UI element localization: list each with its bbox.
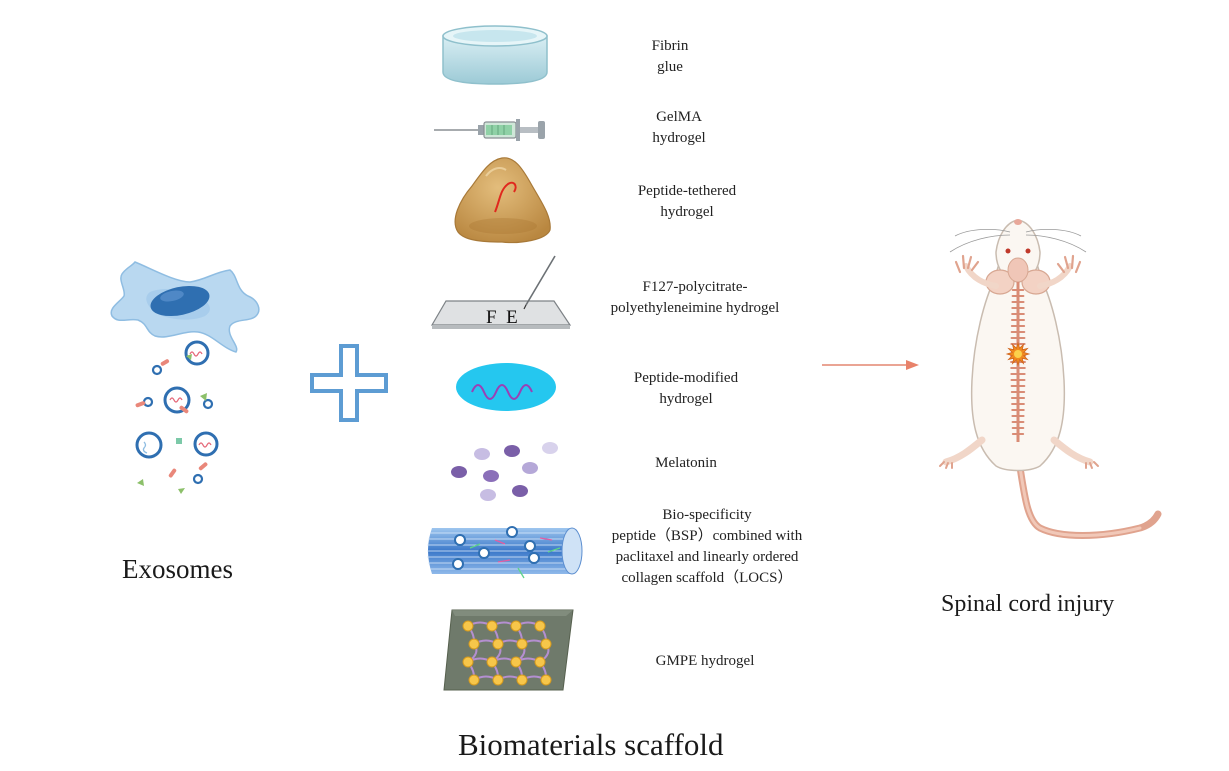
label-line: collagen scaffold（LOCS） bbox=[621, 570, 793, 586]
melatonin-particles-icon bbox=[451, 442, 558, 501]
gmpe-node bbox=[468, 674, 480, 686]
gmpe-node bbox=[492, 638, 504, 650]
gmpe-node bbox=[510, 656, 522, 668]
label-line: Melatonin bbox=[655, 455, 717, 471]
fibrin-dish-icon bbox=[442, 25, 548, 85]
gmpe-node bbox=[510, 620, 522, 632]
label-line: paclitaxel and linearly ordered bbox=[615, 549, 799, 565]
gmpe-node bbox=[486, 620, 498, 632]
film-plate-icon: F E bbox=[430, 255, 572, 329]
label-line: Fibrin bbox=[651, 38, 689, 54]
gmpe-node bbox=[462, 620, 474, 632]
label-line: peptide（BSP）combined with bbox=[611, 528, 803, 544]
gmpe-node bbox=[534, 620, 546, 632]
label-fibrin-glue: Fibrin glue bbox=[590, 36, 750, 78]
label-line: glue bbox=[657, 59, 683, 75]
exosome-icon bbox=[135, 431, 163, 459]
label-peptide-tethered: Peptide-tethered hydrogel bbox=[607, 181, 767, 223]
gmpe-node bbox=[516, 674, 528, 686]
label-line: polyethyleneimine hydrogel bbox=[610, 300, 780, 316]
exosomes-title: Exosomes bbox=[122, 554, 233, 584]
gmpe-node bbox=[516, 638, 528, 650]
label-line: Peptide-tethered bbox=[637, 183, 737, 199]
gmpe-node bbox=[468, 638, 480, 650]
label-line: hydrogel bbox=[652, 130, 706, 146]
peptide-oval-icon bbox=[456, 363, 556, 411]
gmpe-node bbox=[540, 638, 552, 650]
injury-site-icon bbox=[1005, 341, 1031, 367]
hydrogel-dome-icon bbox=[454, 157, 551, 244]
gmpe-node bbox=[486, 656, 498, 668]
gmpe-node bbox=[492, 674, 504, 686]
exosome-icon bbox=[193, 431, 219, 457]
label-line: hydrogel bbox=[659, 391, 713, 407]
collagen-fiber-bundle-icon bbox=[427, 526, 583, 579]
gmpe-network-icon bbox=[443, 609, 574, 691]
label-line: F127-polycitrate- bbox=[642, 279, 748, 295]
label-line: GMPE hydrogel bbox=[655, 653, 755, 669]
label-peptide-modified: Peptide-modified hydrogel bbox=[606, 368, 766, 410]
label-gelma-hydrogel: GelMA hydrogel bbox=[599, 107, 759, 149]
plate-letters: F E bbox=[486, 307, 518, 328]
label-line: Peptide-modified bbox=[633, 370, 739, 386]
exosome-icon bbox=[163, 386, 191, 414]
label-bsp-locs: Bio-specificity peptide（BSP）combined wit… bbox=[582, 505, 832, 589]
label-line: hydrogel bbox=[660, 204, 714, 220]
arrow-right-icon bbox=[822, 360, 919, 370]
syringe-icon bbox=[434, 119, 545, 141]
label-gmpe: GMPE hydrogel bbox=[625, 651, 785, 672]
rat-icon bbox=[939, 219, 1162, 539]
label-line: GelMA bbox=[656, 109, 702, 125]
label-f127: F127-polycitrate- polyethyleneimine hydr… bbox=[585, 277, 805, 319]
plus-sign-icon bbox=[310, 344, 388, 422]
mesenchymal-cell-icon bbox=[110, 261, 260, 353]
gmpe-node bbox=[540, 674, 552, 686]
biomaterials-scaffold-title: Biomaterials scaffold bbox=[458, 727, 724, 762]
gmpe-node bbox=[462, 656, 474, 668]
spinal-cord-injury-title: Spinal cord injury bbox=[941, 591, 1115, 617]
label-line: Bio-specificity bbox=[662, 507, 752, 523]
exosome-icon bbox=[184, 340, 210, 366]
label-melatonin: Melatonin bbox=[606, 453, 766, 474]
gmpe-node bbox=[534, 656, 546, 668]
exosome-cluster-icon bbox=[135, 340, 219, 494]
